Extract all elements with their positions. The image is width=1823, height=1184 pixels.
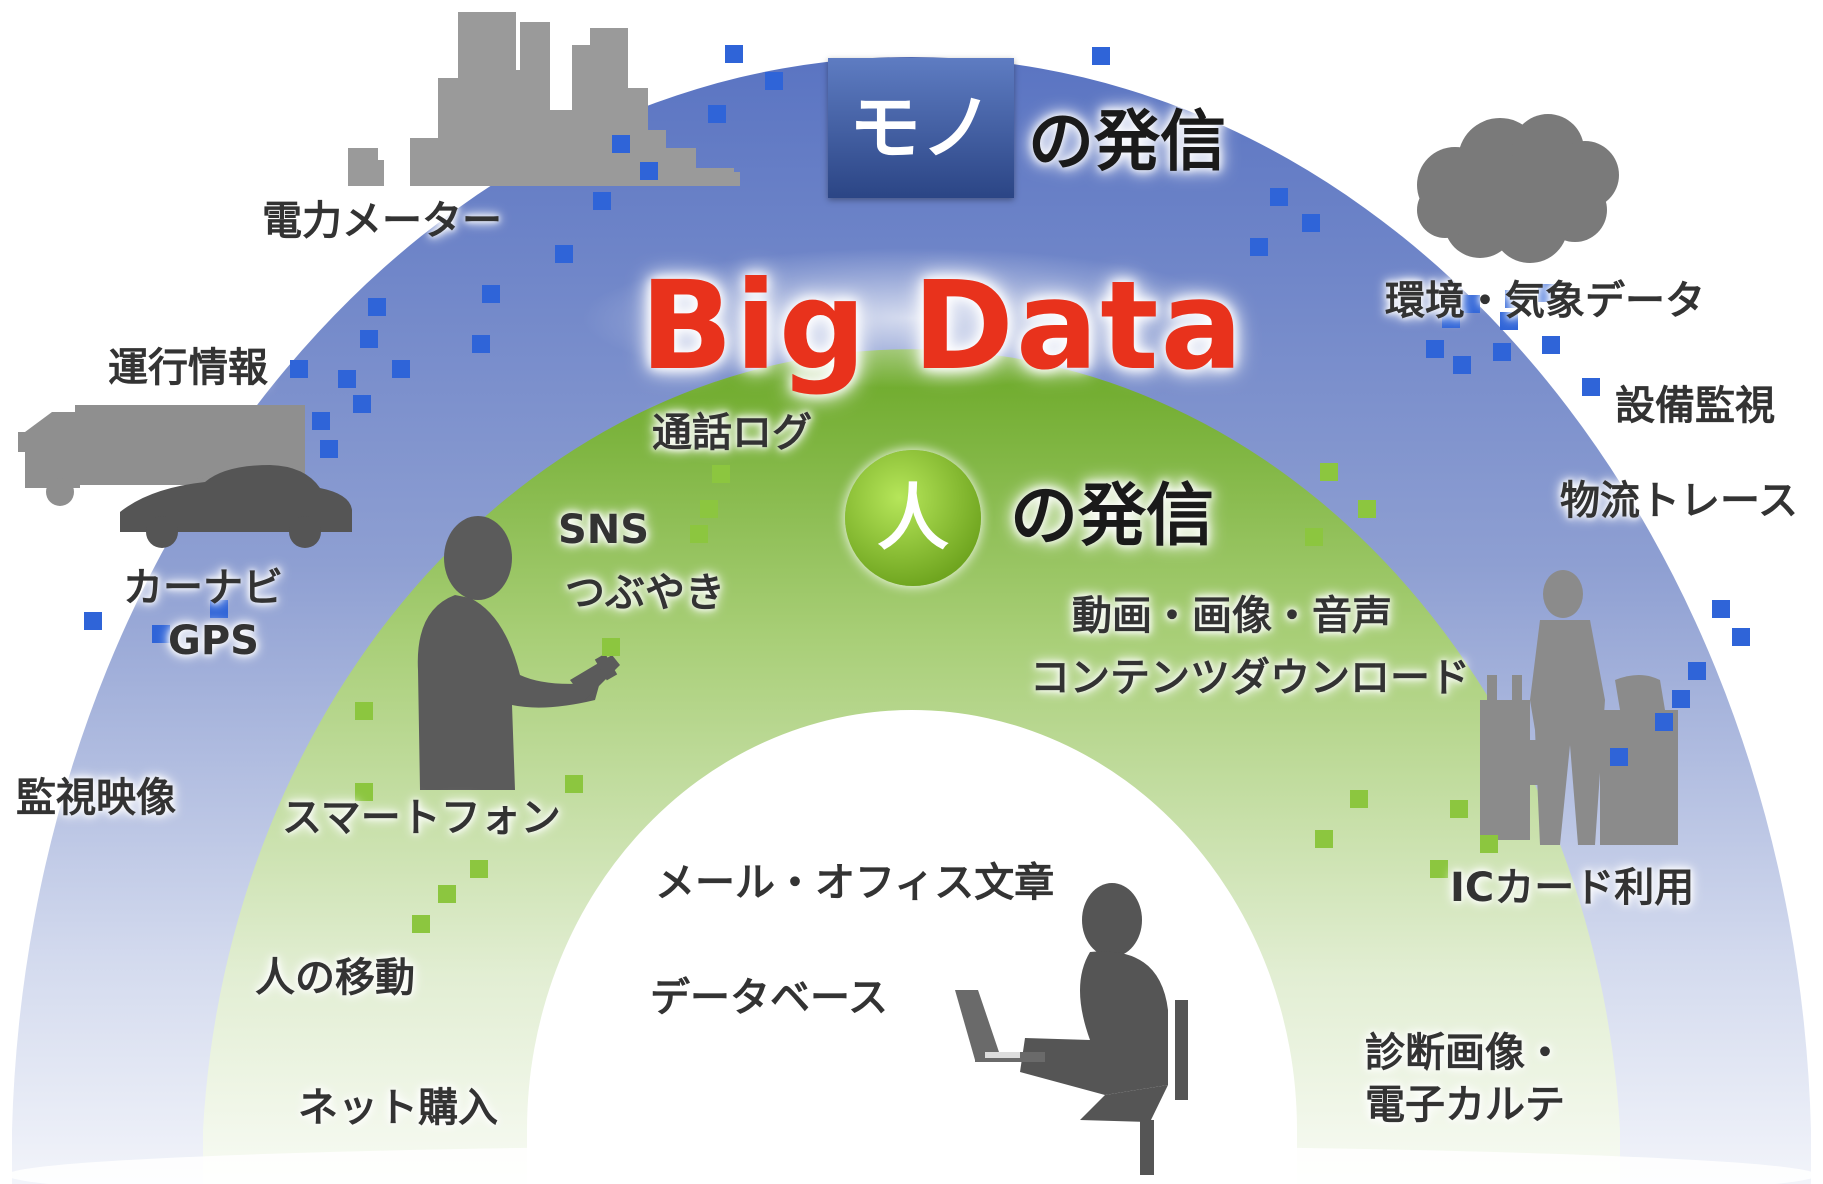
green-data-square	[1450, 800, 1468, 818]
blue-data-square	[320, 440, 338, 458]
blue-data-square	[1426, 340, 1444, 358]
green-data-square	[565, 775, 583, 793]
green-data-square	[712, 465, 730, 483]
blue-data-square	[1500, 312, 1518, 330]
blue-data-square	[1672, 690, 1690, 708]
green-data-square	[1350, 790, 1368, 808]
blue-data-square	[765, 72, 783, 90]
green-data-square	[1320, 463, 1338, 481]
green-data-square	[355, 702, 373, 720]
label-equipment-monitoring: 設備監視	[1615, 383, 1775, 429]
blue-data-square	[1712, 600, 1730, 618]
label-logistics-trace: 物流トレース	[1560, 478, 1798, 524]
blue-data-square	[392, 360, 410, 378]
label-call-log: 通話ログ	[652, 410, 812, 456]
blue-data-square	[1493, 343, 1511, 361]
label-environment-weather: 環境・気象データ	[1385, 278, 1705, 324]
blue-data-square	[1688, 662, 1706, 680]
blue-data-square	[482, 285, 500, 303]
mono-header-rest: の発信	[1028, 103, 1226, 180]
green-data-square	[438, 885, 456, 903]
blue-data-square	[353, 395, 371, 413]
blue-data-square	[708, 105, 726, 123]
person-phone-icon	[417, 516, 620, 790]
label-sns: SNS	[558, 507, 650, 553]
blue-data-square	[84, 612, 102, 630]
car-icon	[120, 465, 352, 548]
blue-data-square	[555, 245, 573, 263]
label-database: データベース	[650, 975, 888, 1021]
blue-data-square	[1582, 378, 1600, 396]
label-people-movement: 人の移動	[255, 955, 415, 1001]
blue-data-square	[210, 600, 228, 618]
cloud-icon	[1417, 114, 1619, 263]
blue-data-square	[1442, 310, 1460, 328]
label-smartphone: スマートフォン	[282, 795, 561, 841]
green-data-square	[690, 525, 708, 543]
green-data-square	[1480, 835, 1498, 853]
blue-data-square	[1302, 214, 1320, 232]
blue-data-square	[1250, 238, 1268, 256]
truck-icon	[18, 405, 305, 506]
blue-data-square	[360, 330, 378, 348]
green-data-square	[700, 500, 718, 518]
green-data-square	[412, 915, 430, 933]
green-data-square	[1430, 860, 1448, 878]
green-data-square	[1305, 528, 1323, 546]
label-medical-images: 診断画像・	[1365, 1030, 1565, 1076]
green-data-square	[470, 860, 488, 878]
hito-header-circle: 人	[845, 450, 981, 586]
label-operation-info: 運行情報	[108, 345, 268, 391]
label-net-purchase: ネット購入	[298, 1085, 498, 1131]
blue-data-square	[290, 360, 308, 378]
green-data-square	[602, 638, 620, 656]
blue-data-square	[1462, 295, 1480, 313]
blue-data-square	[725, 45, 743, 63]
blue-data-square	[338, 370, 356, 388]
label-carnavi: カーナビ	[123, 565, 283, 611]
blue-data-square	[1542, 336, 1560, 354]
blue-data-square	[368, 298, 386, 316]
label-content-download: コンテンツダウンロード	[1030, 655, 1470, 701]
hito-header-rest: の発信	[1010, 477, 1215, 556]
blue-data-square	[1538, 284, 1556, 302]
label-media: 動画・画像・音声	[1072, 593, 1392, 639]
blue-data-square	[472, 335, 490, 353]
label-mail-office: メール・オフィス文章	[655, 860, 1055, 906]
blue-data-square	[152, 625, 170, 643]
city-skyline-icon	[348, 12, 740, 186]
blue-data-square	[1732, 628, 1750, 646]
label-ic-card: ICカード利用	[1450, 865, 1695, 911]
traveler-icon	[1480, 570, 1678, 845]
label-tweets: つぶやき	[565, 570, 725, 616]
blue-data-square	[312, 412, 330, 430]
green-data-square	[1358, 500, 1376, 518]
label-gps: GPS	[168, 618, 259, 664]
mono-header-box: モノ	[828, 58, 1014, 198]
blue-data-square	[1610, 748, 1628, 766]
blue-data-square	[593, 192, 611, 210]
blue-data-square	[1453, 356, 1471, 374]
green-data-square	[355, 783, 373, 801]
blue-data-squares	[84, 45, 1750, 766]
blue-data-square	[1655, 713, 1673, 731]
blue-data-square	[1092, 47, 1110, 65]
green-data-squares	[355, 463, 1498, 933]
label-power-meter: 電力メーター	[262, 198, 502, 244]
blue-data-square	[1270, 188, 1288, 206]
label-electronic-records: 電子カルテ	[1365, 1082, 1565, 1128]
green-data-square	[1315, 830, 1333, 848]
blue-data-square	[1505, 290, 1523, 308]
person-laptop-icon	[955, 883, 1188, 1175]
label-surveillance-video: 監視映像	[16, 775, 176, 821]
big-data-title: Big Data	[640, 255, 1245, 397]
blue-data-square	[640, 162, 658, 180]
blue-data-square	[612, 135, 630, 153]
